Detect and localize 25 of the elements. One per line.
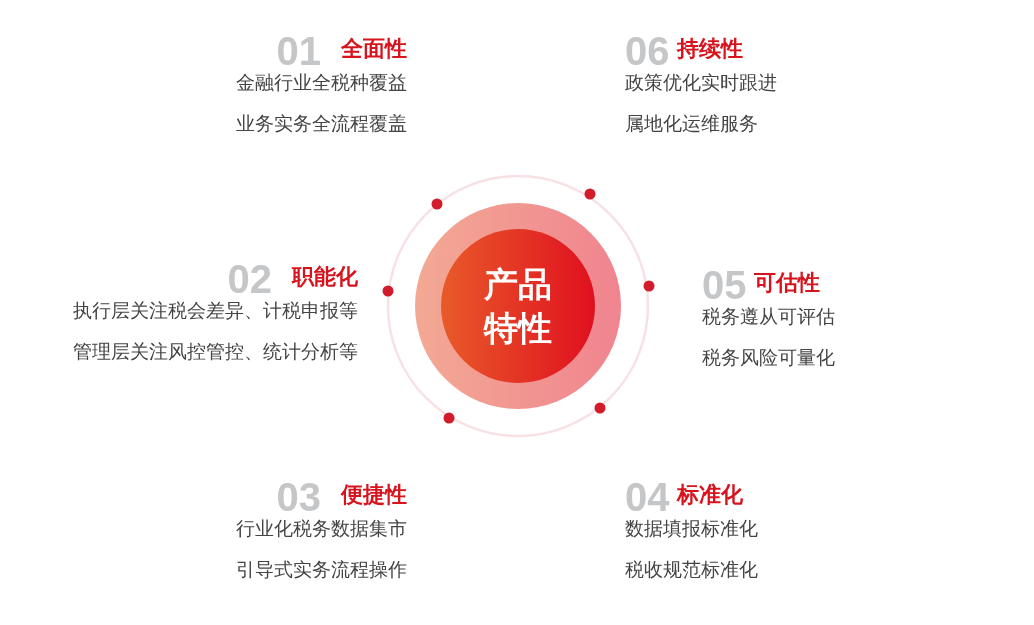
step-number: 01 [276, 28, 321, 73]
feature-text: 引导式实务流程操作 [236, 559, 407, 581]
feature-text: 税收规范标准化 [625, 559, 758, 581]
feature-title: 可估性 [754, 270, 820, 296]
feature-title: 持续性 [677, 36, 743, 62]
step-number: 04 [625, 474, 670, 519]
feature-text: 政策优化实时跟进 [625, 72, 777, 94]
feature-text: 税务风险可量化 [702, 347, 835, 369]
feature-text: 管理层关注风控管控、统计分析等 [73, 341, 358, 363]
feature-title: 全面性 [341, 36, 407, 62]
feature-title: 标准化 [677, 482, 743, 508]
feature-text: 执行层关注税会差异、计税申报等 [73, 300, 358, 322]
feature-text: 业务实务全流程覆盖 [236, 113, 407, 135]
feature-text: 数据填报标准化 [625, 518, 758, 540]
center-title: 产品特性 [482, 262, 553, 350]
feature-text: 行业化税务数据集市 [236, 518, 407, 540]
step-number: 02 [227, 256, 272, 301]
feature-title: 职能化 [292, 264, 358, 290]
step-number: 05 [702, 262, 747, 307]
feature-title: 便捷性 [341, 482, 407, 508]
step-number: 06 [625, 28, 670, 73]
feature-text: 属地化运维服务 [625, 113, 758, 135]
feature-text: 税务遵从可评估 [702, 306, 835, 328]
feature-text: 金融行业全税种覆益 [236, 72, 407, 94]
step-number: 03 [276, 474, 321, 519]
